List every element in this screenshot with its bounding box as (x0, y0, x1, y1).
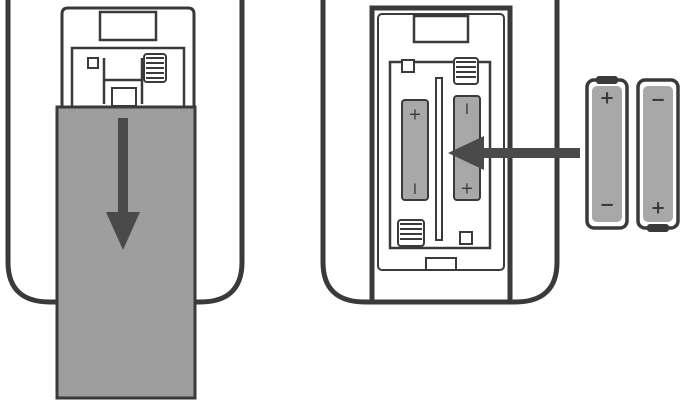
contact-bottom-right (459, 231, 473, 245)
spring-icon (143, 53, 167, 83)
left-arrow-icon (448, 136, 580, 170)
battery-icon: + − (585, 76, 629, 230)
batteries-group: + − − + (585, 76, 680, 232)
compartment-notch-bottom (425, 257, 457, 271)
slot-left-bottom-mark: I (413, 182, 417, 198)
bay-divider (435, 77, 443, 241)
battery-1-bottom-symbol: − (599, 195, 614, 216)
slot-left-top-mark: + (408, 105, 421, 124)
battery-2-top-symbol: − (650, 90, 665, 111)
compartment-tab-top (412, 14, 470, 44)
spring-icon (397, 219, 425, 247)
contact-left (87, 57, 99, 69)
compartment-frame-left (60, 6, 196, 110)
contact-top-left (401, 59, 415, 73)
contact-bar-left (102, 58, 144, 104)
contact-small-left (111, 87, 137, 107)
slot-right-bottom-mark: + (460, 179, 473, 198)
step-open-cover-panel (5, 0, 245, 400)
step-insert-batteries-panel: + I I + (320, 0, 580, 305)
battery-2-bottom-symbol: + (650, 198, 665, 219)
slot-right-top-mark: I (465, 102, 469, 118)
battery-1-top-symbol: + (599, 88, 614, 109)
battery-icon: − + (636, 78, 680, 232)
slot-left: + I (401, 99, 429, 201)
spring-icon (453, 57, 479, 85)
compartment-tab-left (98, 10, 158, 42)
down-arrow-icon (106, 118, 140, 250)
